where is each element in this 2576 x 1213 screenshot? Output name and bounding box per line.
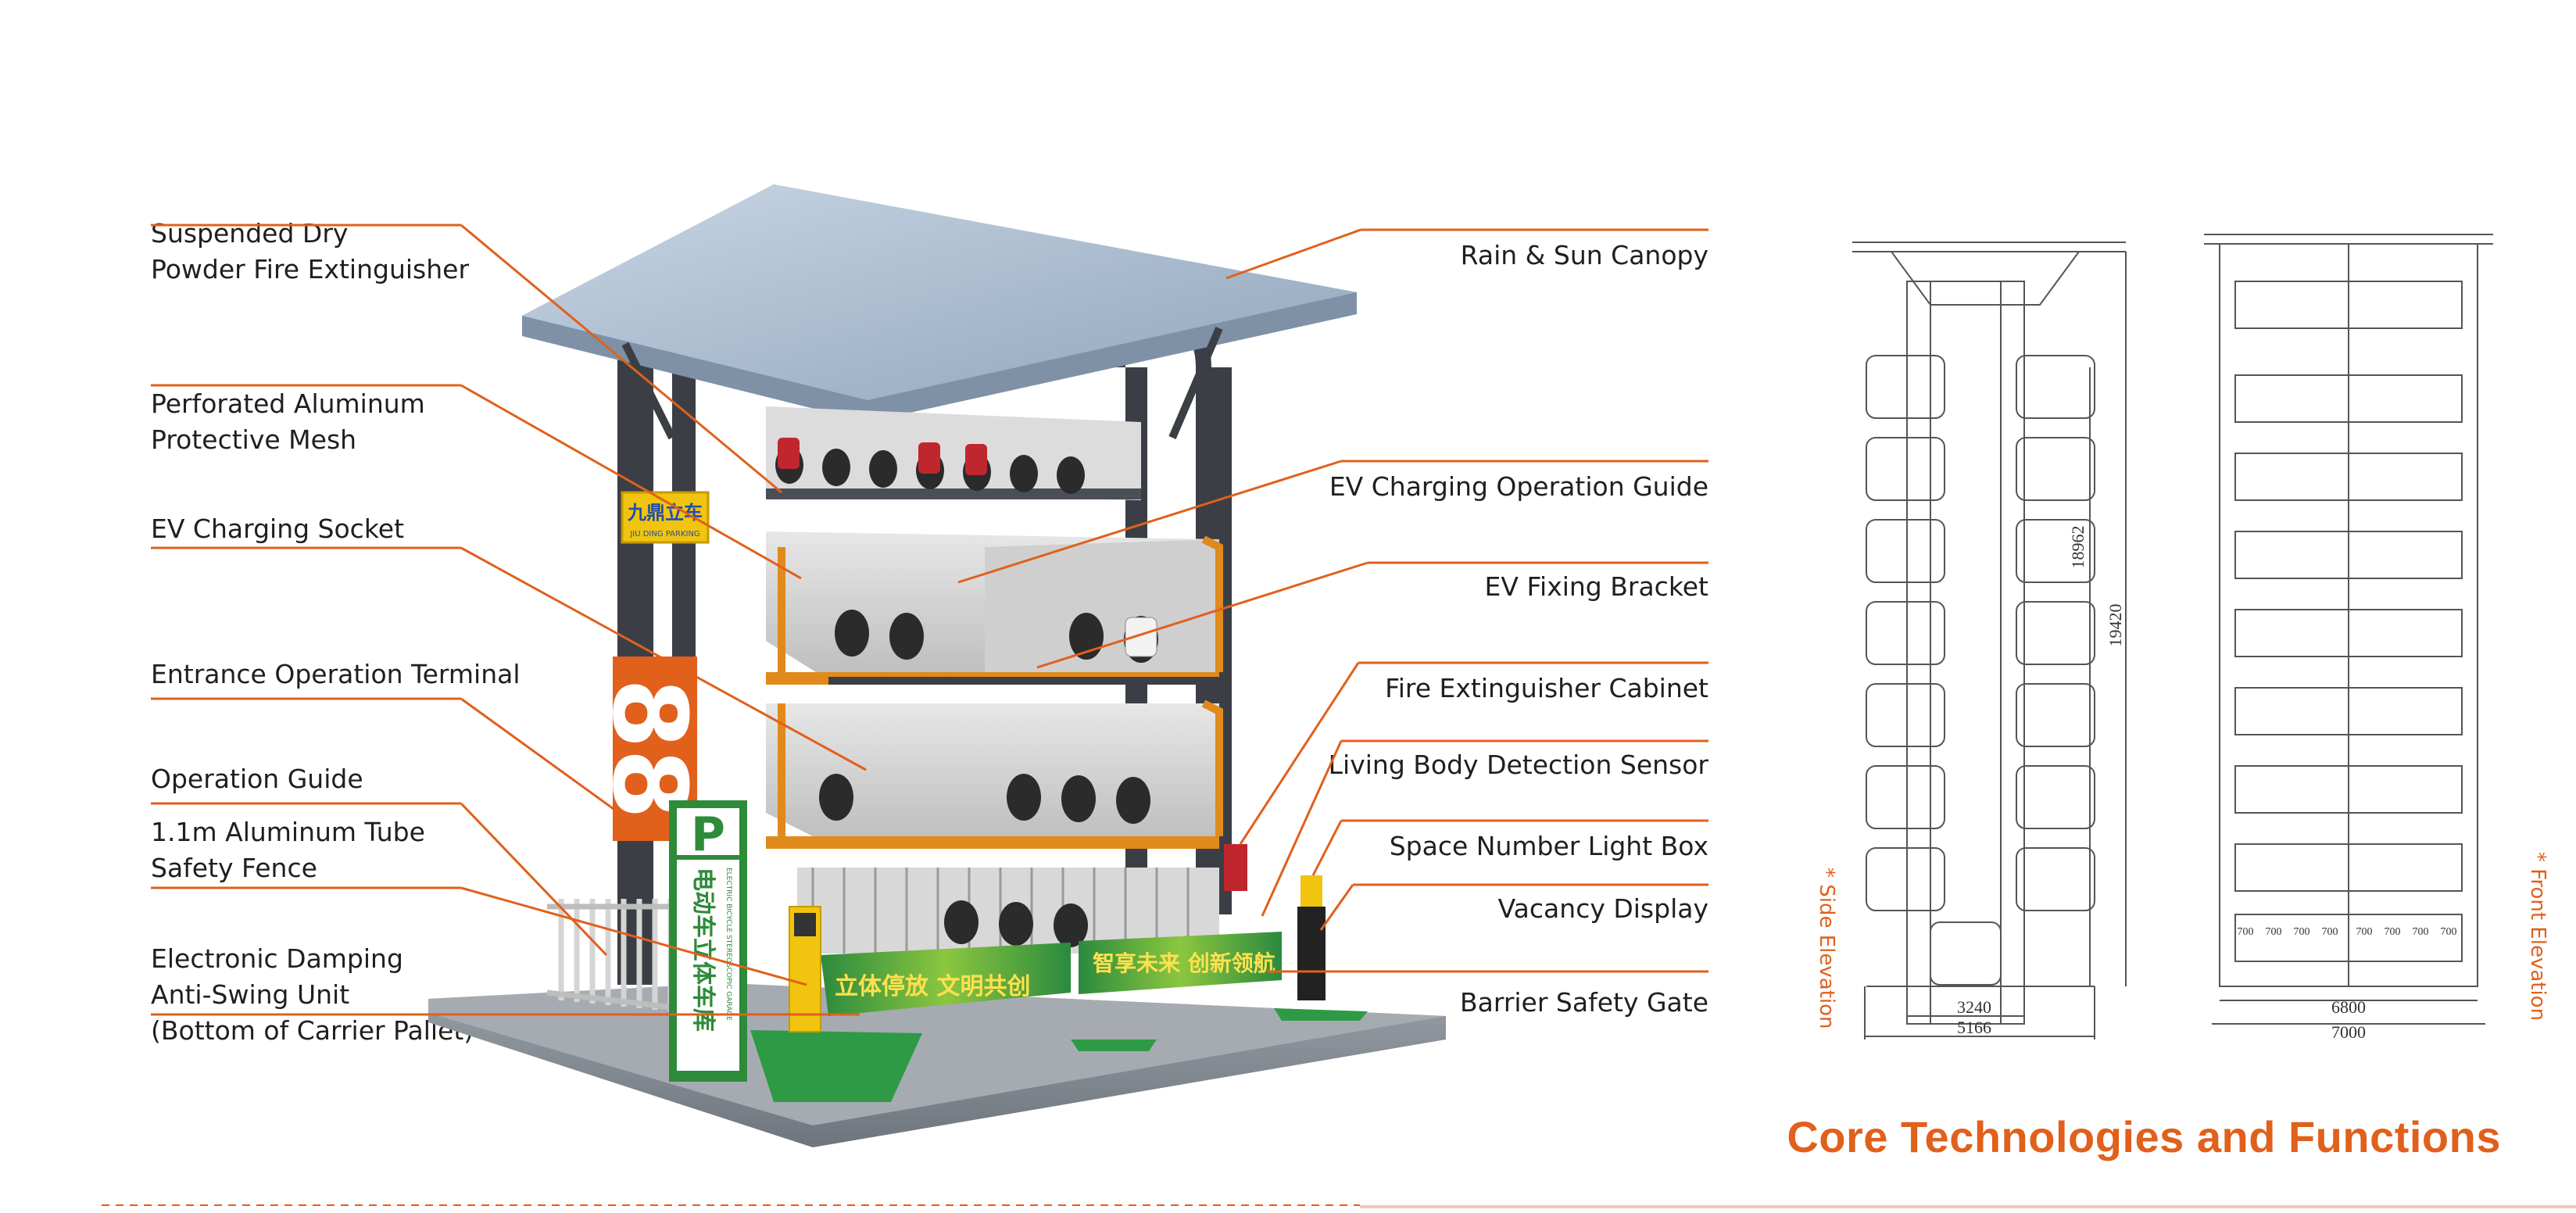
label-barrier-gate: Barrier Safety Gate <box>1459 987 1708 1018</box>
bay-width: 700 <box>2356 926 2373 938</box>
label-vacancy-display: Vacancy Display <box>1497 893 1708 924</box>
banner-right-text: 智享未来 创新领航 <box>1093 950 1275 976</box>
label-fire-extinguisher: Suspended Dry Powder Fire Extinguisher <box>151 218 470 284</box>
bay-width: 700 <box>2441 926 2457 938</box>
label-damping-unit: Electronic Damping Anti-Swing Unit (Bott… <box>151 943 474 1046</box>
bay-width: 700 <box>2294 926 2310 938</box>
p-sign: P 电动车立体车库 ELECTRIC BICYCLE STEREOSCOPIC … <box>669 800 747 1082</box>
vacancy-display-box <box>1224 844 1326 1000</box>
front-elevation-label: * Front Elevation <box>2526 852 2549 1022</box>
label-safety-fence: 1.1m Aluminum Tube Safety Fence <box>151 817 425 883</box>
entrance-terminal <box>789 906 821 1032</box>
bay-width: 700 <box>2413 926 2429 938</box>
label-operation-guide: Operation Guide <box>151 764 363 794</box>
side-elevation-label: * Side Elevation <box>1815 868 1838 1029</box>
label-fixing-bracket: EV Fixing Bracket <box>1484 571 1708 602</box>
front-width-inner: 6800 <box>2331 997 2366 1017</box>
logo-sub: JIU DING PARKING <box>629 530 699 539</box>
bay-width: 700 <box>2266 926 2282 938</box>
label-charging-guide: EV Charging Operation Guide <box>1329 471 1708 502</box>
tier-3 <box>766 700 1223 849</box>
side-width-inner: 3240 <box>1957 997 1991 1017</box>
label-light-box: Space Number Light Box <box>1389 831 1708 861</box>
side-width-outer: 5166 <box>1957 1018 1991 1037</box>
label-extinguisher-cabinet: Fire Extinguisher Cabinet <box>1385 673 1708 703</box>
bay-width: 700 <box>2322 926 2338 938</box>
svg-text:P: P <box>691 807 725 862</box>
rain-sun-canopy <box>522 184 1357 440</box>
p-sign-en: ELECTRIC BICYCLE STEREOSCOPIC GARAGE <box>724 868 732 1021</box>
callout-lines <box>151 224 1708 1016</box>
front-elevation-drawing <box>2204 234 2493 1025</box>
p-sign-cn: 电动车立体车库 <box>689 868 717 1032</box>
label-aluminum-mesh: Perforated Aluminum Protective Mesh <box>151 388 425 455</box>
tier-1 <box>766 406 1141 500</box>
front-bay-widths: 700 700 700 700 700 700 700 700 <box>2238 926 2457 938</box>
banner-left-text: 立体停放 文明共创 <box>835 973 1030 1000</box>
label-entrance-terminal: Entrance Operation Terminal <box>151 659 521 689</box>
page-title: Core Technologies and Functions <box>1787 1112 2501 1161</box>
logo-text: 九鼎立车 <box>627 502 703 524</box>
bay-width: 700 <box>2238 926 2254 938</box>
bay-width: 700 <box>2385 926 2401 938</box>
side-height-outer: 19420 <box>2106 604 2125 647</box>
front-width-outer: 7000 <box>2331 1022 2366 1042</box>
tier-2 <box>766 531 1223 685</box>
barrier-gate: 立体停放 文明共创 智享未来 创新领航 <box>821 932 1282 1016</box>
ground-slab <box>428 983 1446 1147</box>
label-charging-socket: EV Charging Socket <box>151 513 405 544</box>
side-height-inner: 18962 <box>2068 526 2088 569</box>
label-detection-sensor: Living Body Detection Sensor <box>1328 750 1708 780</box>
side-elevation-drawing <box>1852 242 2127 1039</box>
big-number: 88 <box>590 678 709 820</box>
label-canopy: Rain & Sun Canopy <box>1460 240 1708 270</box>
